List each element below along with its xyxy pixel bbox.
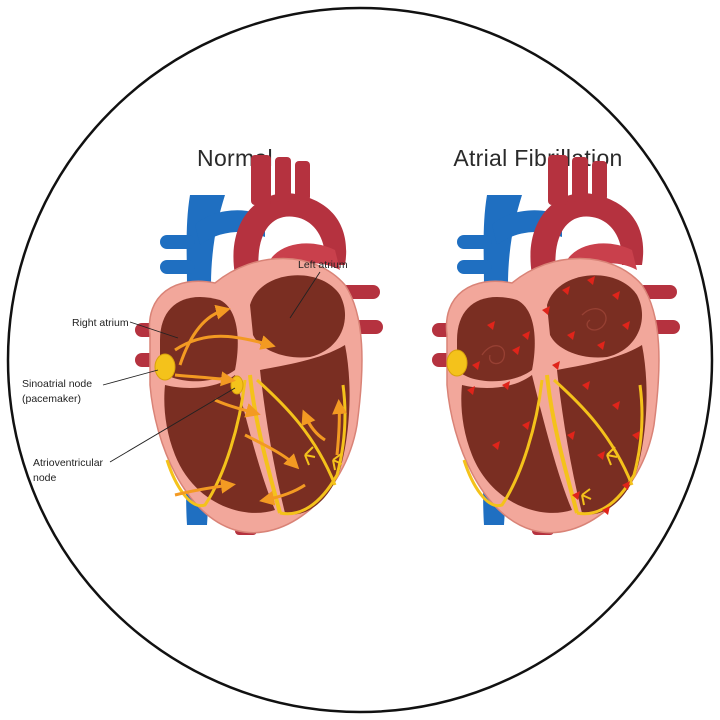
label-sa-node-2: (pacemaker): [22, 393, 81, 405]
normal-signal-arrows: [174, 304, 348, 506]
label-left-atrium: Left atrium: [298, 259, 348, 271]
afib-chaotic-signals: [467, 276, 640, 515]
normal-heart: [133, 153, 385, 537]
label-sa-node-1: Sinoatrial node: [22, 378, 92, 390]
afib-heart: [430, 153, 682, 537]
sinoatrial-node: [154, 353, 176, 381]
label-right-atrium: Right atrium: [72, 317, 129, 329]
label-av-node-2: node: [33, 472, 57, 484]
normal-labels: Left atrium Right atrium Sinoatrial node…: [22, 259, 348, 484]
afib-sinoatrial-node: [446, 349, 468, 377]
atrioventricular-node: [230, 375, 244, 395]
label-av-node-1: Atrioventricular: [33, 457, 104, 469]
